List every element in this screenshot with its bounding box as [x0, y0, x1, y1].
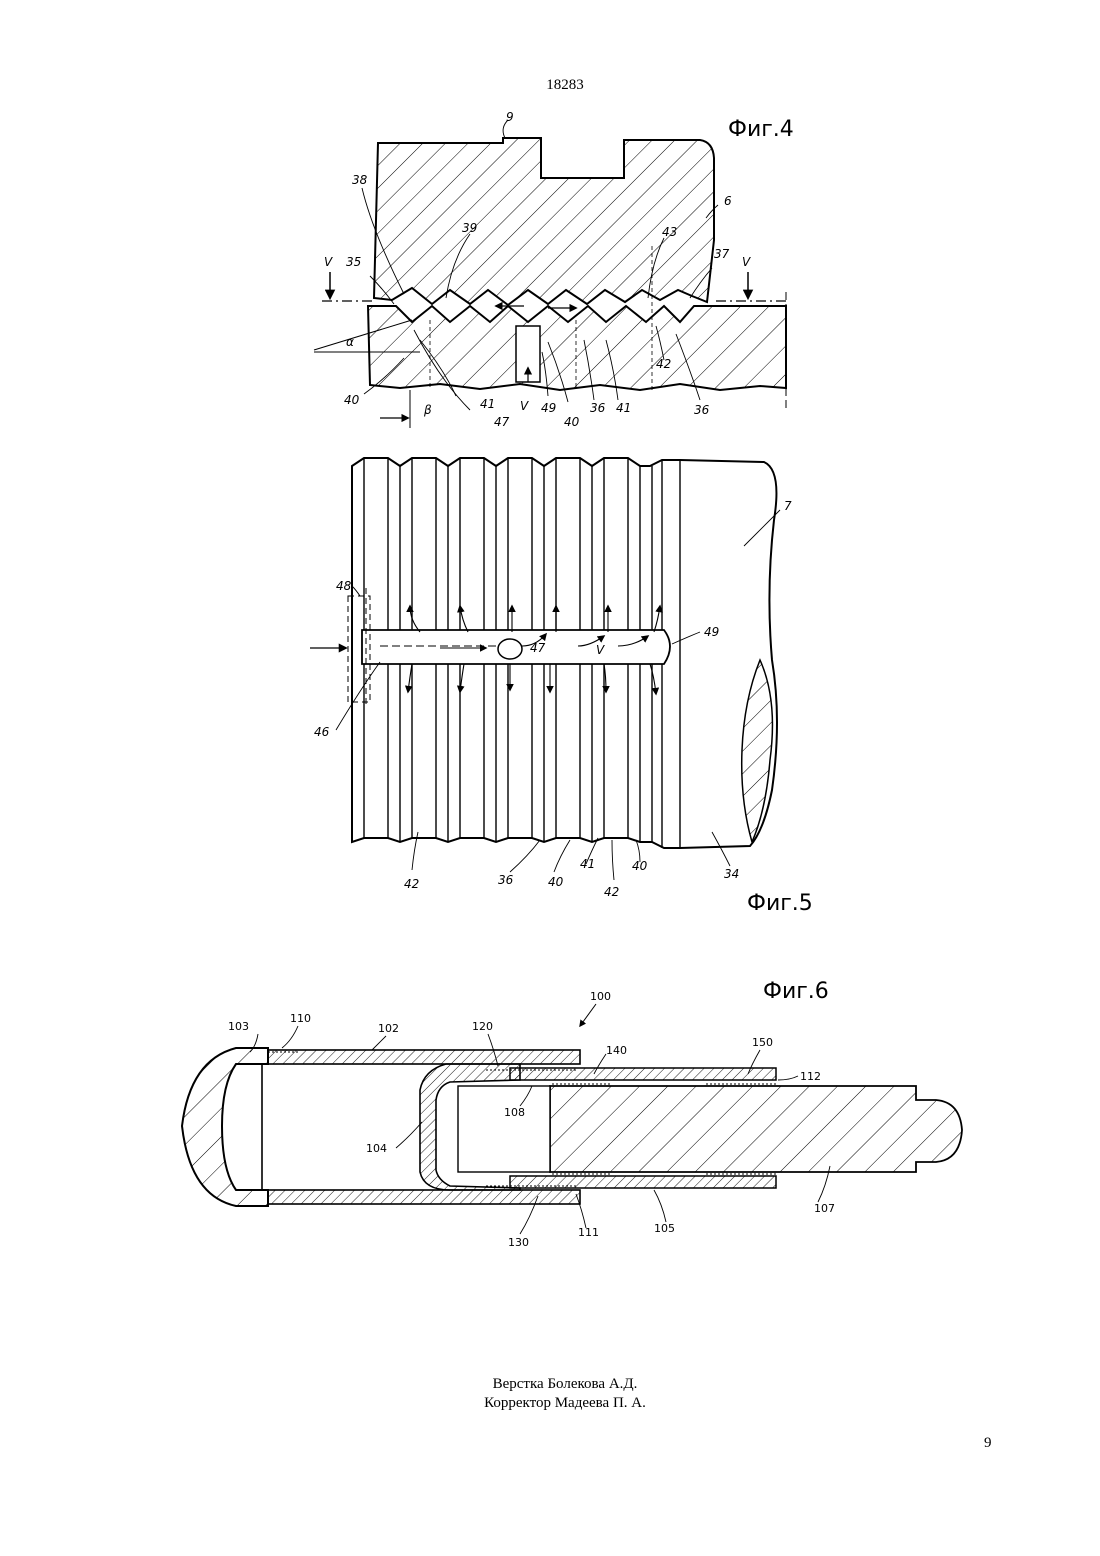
fig4-label-42: 42 — [656, 357, 671, 371]
fig6-tube-102-top — [268, 1050, 580, 1064]
fig4-upper-part — [374, 138, 714, 305]
fig5-label-42b: 42 — [604, 885, 619, 899]
fig6-label-103: 103 — [228, 1020, 249, 1033]
fig6-label-150: 150 — [752, 1036, 773, 1049]
fig6-label-112: 112 — [800, 1070, 821, 1083]
fig5-title: Фиг.5 — [747, 891, 813, 916]
fig5-label-41: 41 — [580, 857, 595, 871]
footer-line-2: Корректор Мадеева П. А. — [0, 1394, 1100, 1413]
fig5-label-47: 47 — [530, 641, 546, 655]
page-number: 9 — [984, 1434, 992, 1452]
fig6-arrow-100 — [580, 1004, 596, 1026]
fig4-label-35: 35 — [346, 255, 361, 269]
fig4-label-40a: 40 — [344, 393, 360, 407]
fig4-label-alpha: α — [346, 335, 354, 349]
fig4-label-9: 9 — [506, 110, 514, 124]
fig6-label-120: 120 — [472, 1020, 493, 1033]
fig6-sleeve-105-top — [510, 1068, 776, 1080]
fig4-label-43: 43 — [662, 225, 677, 239]
fig6-tube-102-bottom — [268, 1190, 580, 1204]
fig6-label-105: 105 — [654, 1222, 675, 1235]
fig4-label-36a: 36 — [590, 401, 606, 415]
fig6-label-100: 100 — [590, 990, 611, 1003]
fig6-label-107: 107 — [814, 1202, 835, 1215]
fig5-label-48: 48 — [336, 579, 352, 593]
fig6-title: Фиг.6 — [763, 979, 829, 1004]
fig4-label-v-arrow: V — [520, 399, 529, 413]
fig4-label-40b: 40 — [564, 415, 580, 429]
fig6-label-108: 108 — [504, 1106, 525, 1119]
fig6-sleeve-105-bottom — [510, 1176, 776, 1188]
fig4-label-41a: 41 — [480, 397, 495, 411]
fig6-label-130: 130 — [508, 1236, 529, 1249]
fig5-label-v: V — [596, 643, 605, 657]
fig5-hatched-end — [742, 660, 773, 842]
fig6-bore-108 — [458, 1086, 550, 1172]
fig4-label-v-right: V — [742, 255, 751, 269]
fig4-label-39: 39 — [462, 221, 477, 235]
fig4-label-47: 47 — [494, 415, 510, 429]
fig5-label-49: 49 — [704, 625, 719, 639]
fig4-label-41b: 41 — [616, 401, 631, 415]
fig4-title: Фиг.4 — [728, 117, 794, 142]
footer-credits: Верстка Болекова А.Д. Корректор Мадеева … — [0, 1375, 1100, 1413]
figure-6: Фиг.6 — [182, 979, 962, 1249]
fig5-label-40b: 40 — [632, 859, 648, 873]
fig4-label-37: 37 — [714, 247, 730, 261]
fig4-label-49: 49 — [541, 401, 556, 415]
fig5-leaders — [336, 510, 780, 880]
fig5-label-46: 46 — [314, 725, 330, 739]
fig4-label-v-left: V — [324, 255, 333, 269]
figure-4: Фиг.4 — [314, 110, 794, 429]
fig6-rod-107 — [550, 1086, 962, 1172]
fig5-label-34: 34 — [724, 867, 739, 881]
fig4-label-36b: 36 — [694, 403, 710, 417]
fig6-label-102: 102 — [378, 1022, 399, 1035]
fig5-label-36: 36 — [498, 873, 514, 887]
footer-line-1: Верстка Болекова А.Д. — [0, 1375, 1100, 1394]
fig5-label-40a: 40 — [548, 875, 564, 889]
fig5-hole-47 — [498, 639, 522, 659]
fig4-lower-part — [368, 306, 786, 390]
figure-5: 7 48 49 47 V 46 42 36 40 41 40 42 34 Фиг… — [310, 458, 813, 916]
fig6-label-110: 110 — [290, 1012, 311, 1025]
fig4-label-38: 38 — [352, 173, 368, 187]
fig5-label-7: 7 — [784, 499, 792, 513]
fig4-label-beta: β — [423, 403, 432, 417]
fig4-label-6: 6 — [724, 194, 732, 208]
fig5-label-42a: 42 — [404, 877, 419, 891]
fig6-label-104: 104 — [366, 1142, 387, 1155]
fig6-label-140: 140 — [606, 1044, 627, 1057]
fig6-end-cap-103 — [182, 1048, 268, 1206]
fig6-label-111: 111 — [578, 1226, 599, 1239]
